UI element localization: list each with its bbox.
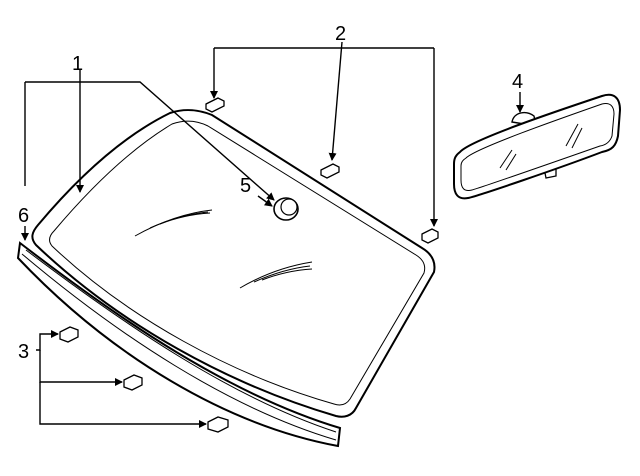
callout-labels: 1 2 3 4 5 6 xyxy=(18,23,523,363)
callout-5: 5 xyxy=(240,175,251,197)
lower-molding xyxy=(16,241,342,448)
callout-1: 1 xyxy=(72,53,83,75)
lower-clips xyxy=(59,326,229,433)
mirror-mount-button xyxy=(273,197,299,221)
leader-lines xyxy=(21,41,524,428)
callout-3: 3 xyxy=(18,341,29,363)
upper-clips xyxy=(205,97,439,244)
callout-4: 4 xyxy=(512,71,523,93)
callout-6: 6 xyxy=(18,205,29,227)
rearview-mirror xyxy=(453,93,622,200)
windshield xyxy=(31,109,436,418)
callout-2: 2 xyxy=(335,23,346,45)
